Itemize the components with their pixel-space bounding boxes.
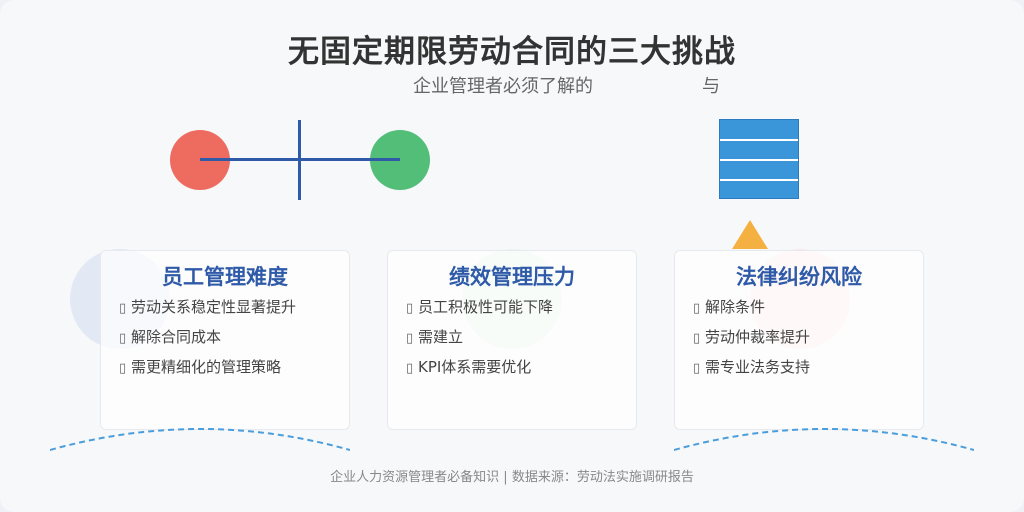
list-item: ▯ KPI体系需要优化: [406, 357, 553, 387]
bullet-icon: ▯: [406, 331, 414, 346]
list-item: ▯ 需更精细化的管理策略: [119, 357, 296, 387]
balance-post-icon: [298, 120, 301, 200]
bullet-icon: ▯: [693, 361, 701, 376]
card-title: 员工管理难度: [162, 265, 288, 289]
card-list: ▯ 员工积极性可能下降 ▯ 需建立 ▯ KPI体系需要优化: [406, 297, 553, 387]
bullet-icon: ▯: [406, 361, 414, 376]
subtitle-right: 与: [702, 76, 720, 97]
card-legal-dispute-risk: 法律纠纷风险 ▯ 解除条件 ▯ 劳动仲裁率提升 ▯ 需专业法务支持: [674, 250, 924, 430]
list-item: ▯ 解除条件: [693, 297, 810, 327]
card-list: ▯ 解除条件 ▯ 劳动仲裁率提升 ▯ 需专业法务支持: [693, 297, 810, 387]
bullet-icon: ▯: [693, 331, 701, 346]
list-item-text: 需专业法务支持: [705, 358, 811, 376]
list-item: ▯ 员工积极性可能下降: [406, 297, 553, 327]
list-item: ▯ 劳动关系稳定性显著提升: [119, 297, 296, 327]
list-item-text: 员工积极性可能下降: [418, 298, 554, 316]
bullet-icon: ▯: [693, 301, 701, 316]
document-icon: [719, 119, 799, 199]
subtitle-left: 企业管理者必须了解的: [413, 76, 593, 97]
bullet-icon: ▯: [406, 301, 414, 316]
warning-triangle-icon: [732, 220, 768, 249]
document-line: [720, 159, 798, 161]
list-item-text: 解除合同成本: [131, 328, 222, 346]
bullet-icon: ▯: [119, 301, 127, 316]
list-item-text: 劳动关系稳定性显著提升: [131, 298, 297, 316]
card-performance-pressure: 绩效管理压力 ▯ 员工积极性可能下降 ▯ 需建立 ▯ KPI体系需要优化: [387, 250, 637, 430]
dashed-arc-left-icon: [50, 428, 350, 451]
list-item-text: 需建立: [418, 328, 464, 346]
document-line: [720, 139, 798, 141]
document-line: [720, 179, 798, 181]
bullet-icon: ▯: [119, 331, 127, 346]
list-item-text: 需更精细化的管理策略: [131, 358, 282, 376]
footer-source: 企业人力资源管理者必备知识 | 数据来源：劳动法实施调研报告: [330, 470, 694, 485]
card-title: 绩效管理压力: [449, 265, 575, 289]
list-item: ▯ 需专业法务支持: [693, 357, 810, 387]
card-list: ▯ 劳动关系稳定性显著提升 ▯ 解除合同成本 ▯ 需更精细化的管理策略: [119, 297, 296, 387]
dashed-arc-right-icon: [674, 428, 974, 451]
list-item-text: KPI体系需要优化: [418, 358, 532, 376]
list-item: ▯ 需建立: [406, 327, 553, 357]
card-title: 法律纠纷风险: [736, 265, 862, 289]
list-item-text: 劳动仲裁率提升: [705, 328, 811, 346]
card-management-difficulty: 员工管理难度 ▯ 劳动关系稳定性显著提升 ▯ 解除合同成本 ▯ 需更精细化的管理策略: [100, 250, 350, 430]
bullet-icon: ▯: [119, 361, 127, 376]
dashed-arc-path: [50, 428, 350, 451]
list-item-text: 解除条件: [705, 298, 766, 316]
list-item: ▯ 劳动仲裁率提升: [693, 327, 810, 357]
page-title: 无固定期限劳动合同的三大挑战: [288, 34, 736, 70]
dashed-arc-path: [674, 428, 974, 451]
list-item: ▯ 解除合同成本: [119, 327, 296, 357]
